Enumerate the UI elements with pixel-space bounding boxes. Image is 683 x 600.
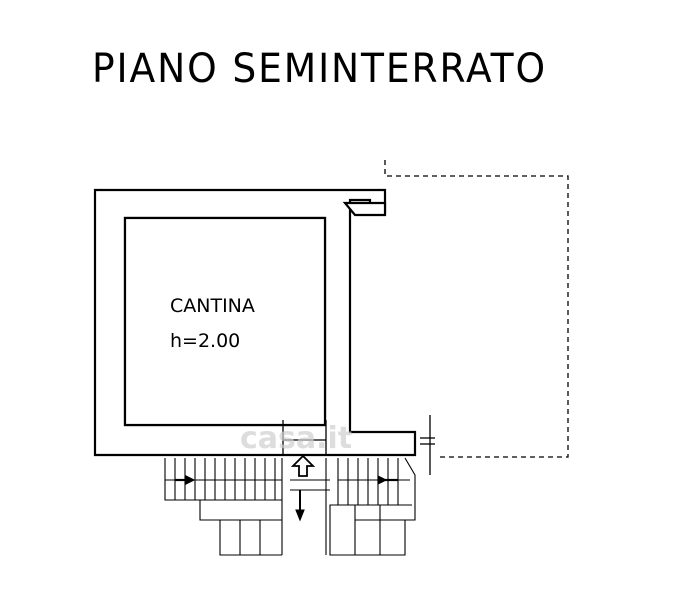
watermark: casa.it [240,421,352,456]
adjacent-area-outline [384,160,569,458]
plan-title: PIANO SEMINTERRATO [92,46,547,92]
room-height: h=2.00 [170,330,240,352]
door-opening [282,415,435,475]
cantina-room [123,216,327,427]
right-wall-stub [342,201,387,217]
entrance-arrow-icon [290,454,316,477]
stairs [164,457,416,556]
room-name: CANTINA [170,295,255,317]
